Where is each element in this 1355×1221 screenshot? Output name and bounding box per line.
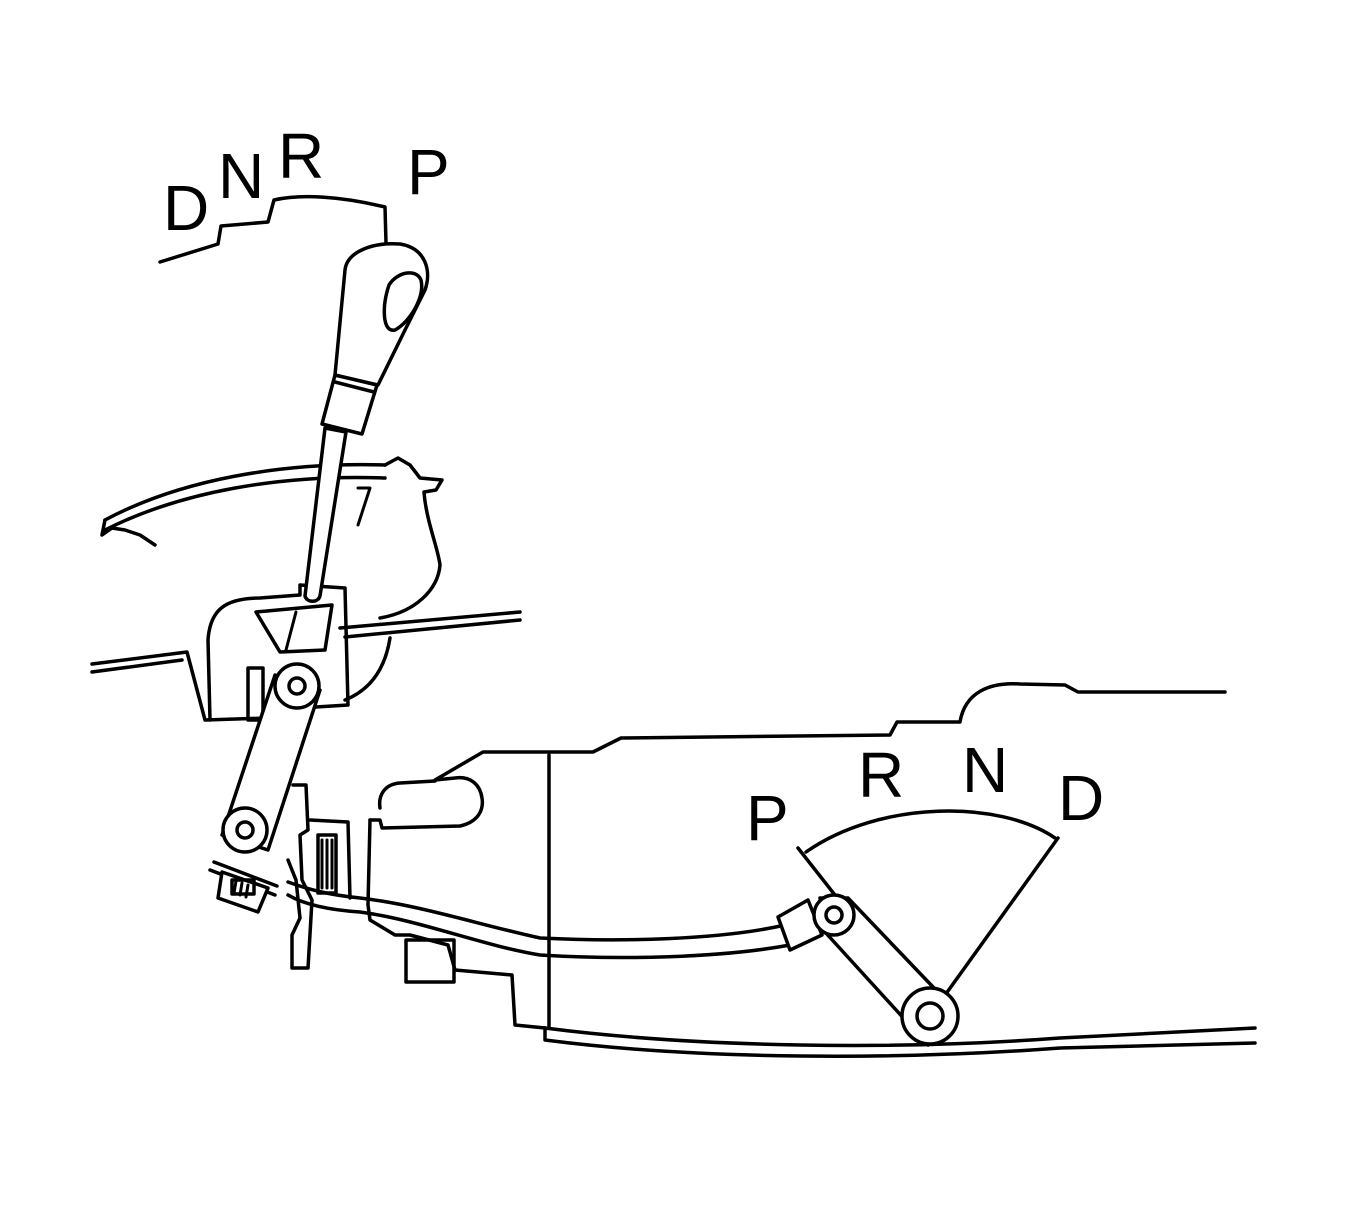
shift-knob[interactable]	[320, 242, 430, 436]
shifter-label-n: N	[218, 140, 264, 212]
shifter-label-d: D	[163, 172, 209, 244]
shifter-label-p: P	[407, 136, 450, 208]
cable-bracket	[286, 783, 352, 970]
transmission-case	[366, 682, 1257, 1058]
transmission-shift-lever	[776, 893, 960, 1047]
shift-cable	[286, 880, 792, 960]
transmission-label-p: P	[746, 782, 789, 854]
transmission-label-n: N	[962, 734, 1008, 806]
console-trim	[90, 456, 522, 722]
shifter-position-labels: D N R P	[163, 120, 450, 244]
transmission-label-d: D	[1058, 762, 1104, 834]
cable-end-shifter	[216, 870, 270, 914]
shifter-link-arm	[208, 662, 322, 897]
shifter-rod	[303, 426, 348, 603]
shifter-label-r: R	[278, 120, 324, 192]
shifter-gate-outline	[158, 194, 388, 264]
transmission-position-labels: P R N D	[746, 734, 1104, 854]
transmission-label-r: R	[858, 739, 904, 811]
shifter-base-bracket	[206, 583, 350, 722]
